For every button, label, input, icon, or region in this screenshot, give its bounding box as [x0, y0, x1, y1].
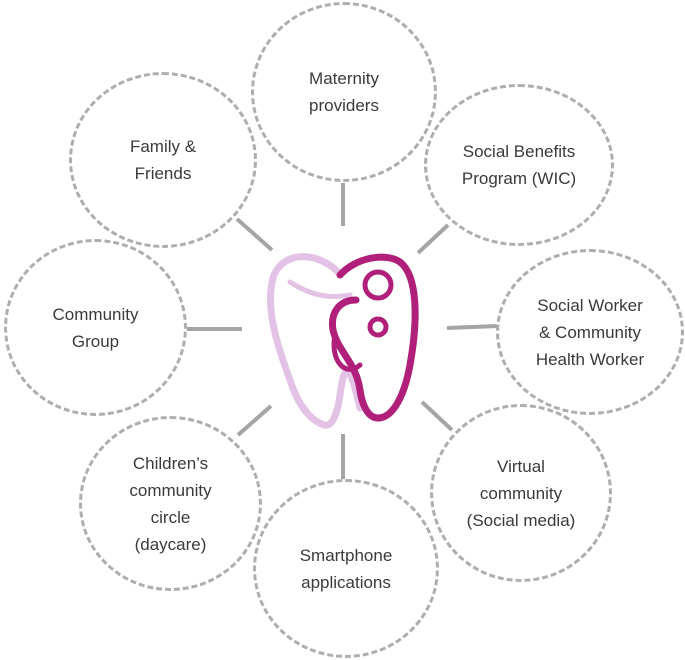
node-childrens-circle: Children’s community circle (daycare) [79, 416, 262, 591]
node-label: Virtual community (Social media) [466, 456, 576, 530]
node-community-group: Community Group [4, 239, 187, 416]
node-label: Children’s community circle (daycare) [129, 453, 212, 554]
node-label: Social Worker & Community Health Worker [535, 295, 645, 369]
tooth-outline [266, 253, 364, 429]
node-maternity-providers: Maternity providers [251, 2, 437, 182]
node-label: Smartphone applications [299, 545, 393, 592]
tooth-mother-child-icon [266, 253, 419, 429]
connector-virtual-community [420, 400, 454, 432]
node-family-friends: Family & Friends [69, 72, 257, 248]
node-social-worker: Social Worker & Community Health Worker [496, 249, 684, 415]
connector-family-friends [235, 217, 274, 252]
node-label: Social Benefits Program (WIC) [461, 142, 577, 188]
node-virtual-community: Virtual community (Social media) [430, 404, 612, 582]
connector-social-worker [446, 324, 499, 330]
node-label: Maternity providers [309, 69, 379, 115]
mother-arm [331, 332, 363, 372]
node-smartphone-apps: Smartphone applications [253, 479, 439, 658]
connector-social-benefits [416, 223, 450, 255]
mother-figure [328, 253, 419, 422]
child-head [367, 316, 389, 338]
node-social-benefits: Social Benefits Program (WIC) [424, 84, 614, 246]
connector-childrens-circle [236, 404, 273, 437]
node-label: Community Group [52, 304, 139, 351]
tooth-top-curl [287, 279, 353, 300]
node-label: Family & Friends [129, 137, 197, 183]
mother-head [362, 269, 394, 301]
